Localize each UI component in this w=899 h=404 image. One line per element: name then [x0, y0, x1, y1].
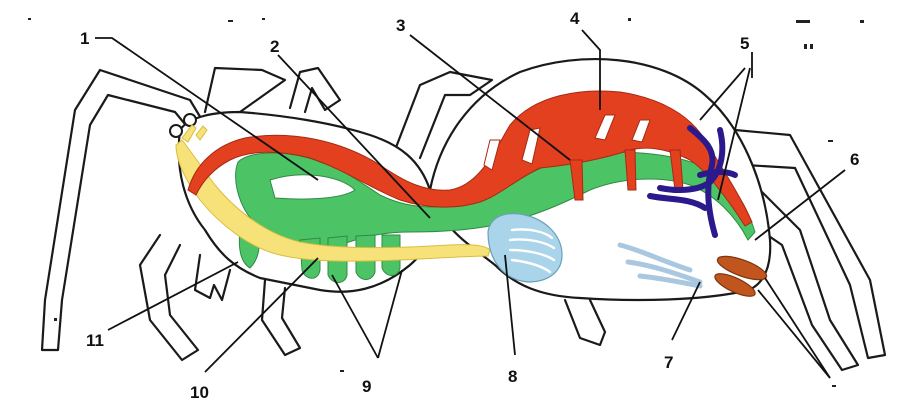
label-11: 11: [86, 331, 104, 350]
eye-right: [184, 114, 196, 126]
label-8: 8: [508, 367, 517, 386]
label-10: 10: [190, 383, 209, 402]
label-6: 6: [850, 150, 859, 169]
label-4: 4: [570, 9, 580, 28]
leg-lower-right: [565, 300, 605, 345]
speck: [804, 44, 807, 49]
leg-lower-mid: [262, 280, 300, 355]
eye-left: [170, 125, 182, 137]
label-2: 2: [270, 37, 279, 56]
label-1: 1: [80, 29, 89, 48]
label-3: 3: [396, 16, 405, 35]
speck: [262, 18, 265, 20]
leg-rear-right-inner: [760, 190, 858, 370]
leg-front-left-inner: [205, 68, 285, 112]
speck: [28, 18, 31, 20]
label-9: 9: [362, 377, 371, 396]
chelicera-outline: [195, 255, 230, 300]
label-5: 5: [740, 34, 749, 53]
tubule-4: [700, 172, 735, 175]
leg-front-left-outer: [42, 70, 205, 350]
speck: [628, 18, 631, 21]
speck: [340, 370, 344, 372]
speck: [796, 20, 810, 23]
label-7: 7: [664, 353, 673, 372]
speck: [54, 318, 57, 321]
speck: [860, 20, 864, 23]
speck: [228, 20, 233, 22]
speck: [832, 385, 836, 387]
speck: [810, 44, 813, 49]
speck: [828, 140, 833, 142]
